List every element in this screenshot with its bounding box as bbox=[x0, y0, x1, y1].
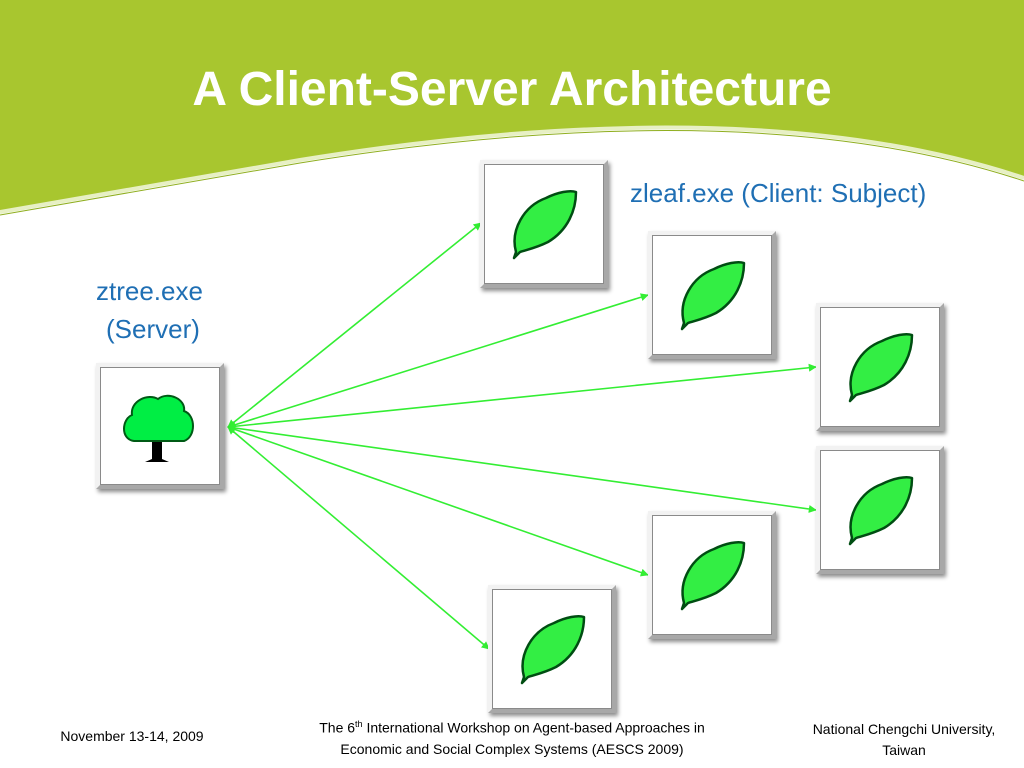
tree-icon bbox=[123, 394, 194, 462]
leaf-icon bbox=[848, 476, 914, 546]
leaf-icon bbox=[512, 190, 578, 260]
leaf-icon bbox=[520, 615, 586, 685]
connector-6 bbox=[227, 426, 490, 650]
header-band bbox=[0, 0, 1024, 216]
client-tile-5 bbox=[648, 511, 776, 639]
connector-1 bbox=[227, 222, 482, 428]
slide-title: A Client-Server Architecture bbox=[192, 63, 832, 116]
client-label: zleaf.exe (Client: Subject) bbox=[630, 178, 927, 208]
server-label-line1: ztree.exe bbox=[96, 276, 203, 306]
server-tile bbox=[96, 363, 224, 489]
client-tile-3 bbox=[816, 303, 944, 431]
client-tile-1 bbox=[480, 160, 608, 288]
client-tile-6 bbox=[488, 585, 616, 713]
connector-5 bbox=[227, 425, 649, 577]
footer-workshop-line2: Economic and Social Complex Systems (AES… bbox=[340, 740, 684, 757]
footer-university-line1: National Chengchi University, bbox=[812, 721, 996, 737]
footer-university: National Chengchi University, Taiwan bbox=[790, 719, 1018, 761]
leaf-icon bbox=[680, 541, 746, 611]
client-tile-2 bbox=[648, 231, 776, 359]
connector-2 bbox=[227, 293, 649, 429]
footer-workshop-prefix: The 6 bbox=[319, 719, 356, 736]
footer-university-line2: Taiwan bbox=[882, 742, 926, 758]
footer-date: November 13-14, 2009 bbox=[60, 728, 204, 744]
footer-workshop: The 6th International Workshop on Agent-… bbox=[270, 714, 754, 760]
leaf-icon bbox=[680, 261, 746, 331]
footer-workshop-suffix: International Workshop on Agent-based Ap… bbox=[362, 719, 705, 736]
connector-4 bbox=[227, 424, 817, 513]
footer-workshop-sup: th bbox=[355, 719, 363, 729]
connector-3 bbox=[227, 363, 817, 431]
client-tile-4 bbox=[816, 446, 944, 574]
server-label-line2: (Server) bbox=[106, 314, 200, 344]
leaf-icon bbox=[848, 333, 914, 403]
